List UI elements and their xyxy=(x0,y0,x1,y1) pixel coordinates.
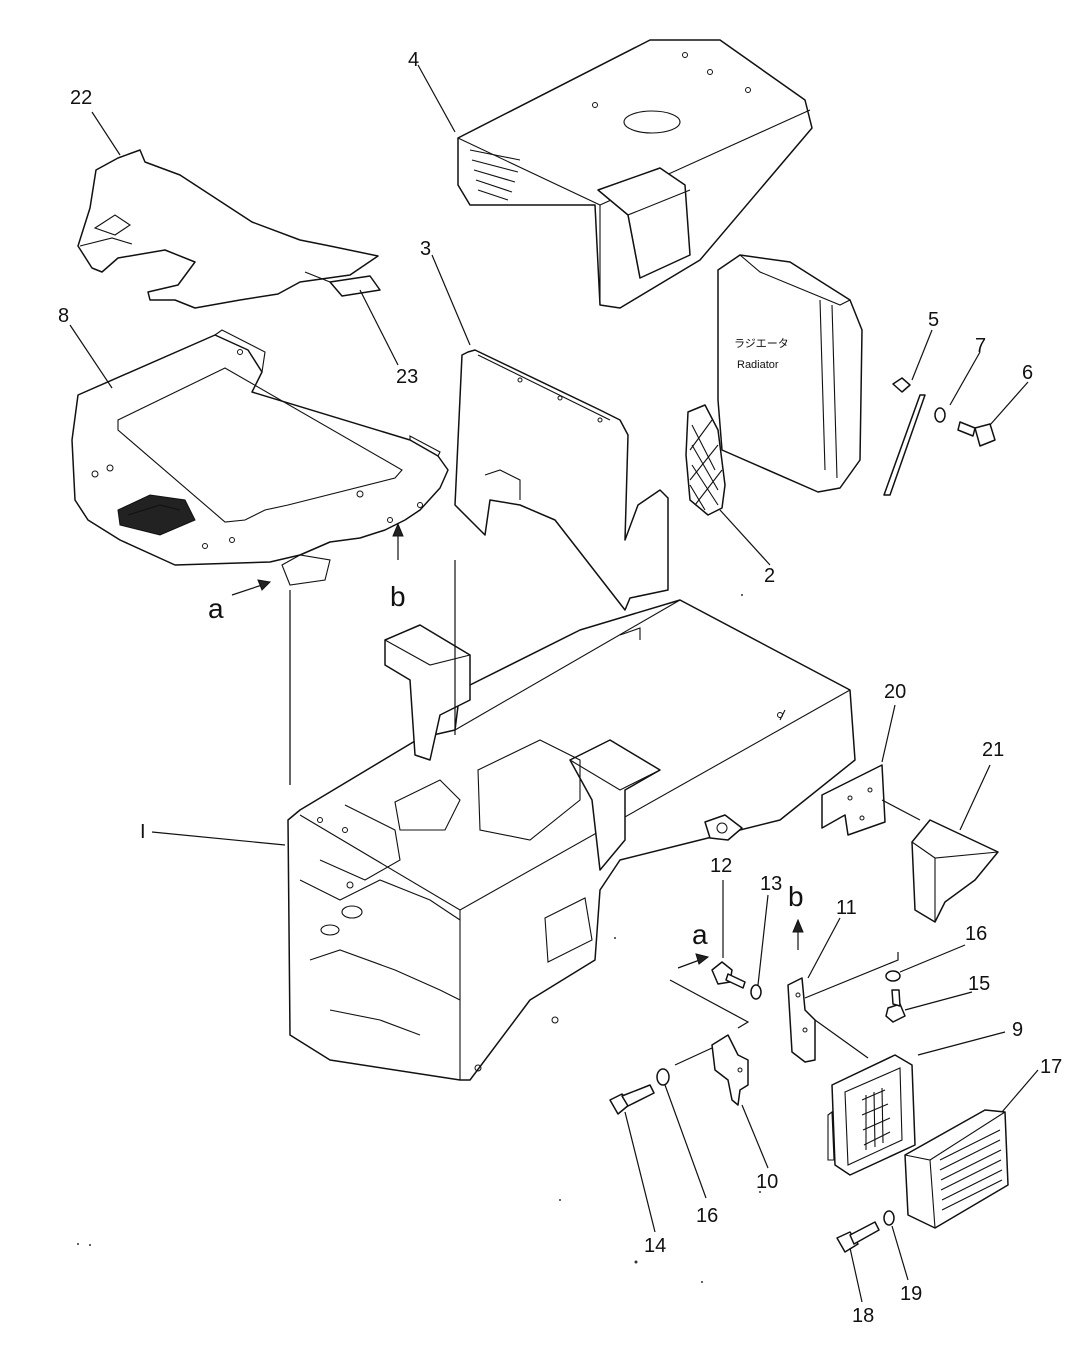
parts-18-19-bolt-washer xyxy=(836,1210,895,1253)
ref-a-upper: a xyxy=(208,593,224,624)
label-11: 11 xyxy=(836,897,857,919)
part-labels: 22 4 3 8 23 5 7 6 2 I 20 21 12 13 11 16 … xyxy=(58,49,1062,1327)
label-16-lower: 16 xyxy=(696,1205,718,1227)
label-7: 7 xyxy=(975,335,986,357)
label-2: 2 xyxy=(764,565,775,587)
label-1: I xyxy=(140,821,146,843)
label-12: 12 xyxy=(710,855,732,877)
part-1-main-frame xyxy=(287,599,856,1081)
direction-arrows xyxy=(231,522,804,969)
scan-specks xyxy=(77,594,761,1283)
part-4-hood xyxy=(457,39,813,309)
parts-15-16-bolt-washer xyxy=(885,970,906,1023)
radiator-jp-label: ラジエータ xyxy=(734,337,789,350)
label-4: 4 xyxy=(408,49,419,71)
parts-14-16-bolt-washer xyxy=(609,1068,670,1115)
label-9: 9 xyxy=(1012,1019,1023,1041)
label-5: 5 xyxy=(928,309,939,331)
label-6: 6 xyxy=(1022,362,1033,384)
label-22: 22 xyxy=(70,87,92,109)
part-17-louver xyxy=(904,1109,1009,1229)
label-14: 14 xyxy=(644,1235,666,1257)
part-9-screen-frame xyxy=(827,1054,916,1176)
label-18: 18 xyxy=(852,1305,874,1327)
assembly-lines xyxy=(289,560,921,1066)
ref-b-lower: b xyxy=(788,881,804,912)
label-23: 23 xyxy=(396,366,418,388)
part-20-bracket xyxy=(821,764,886,836)
leader-lines xyxy=(69,64,1039,1303)
part-2-grille xyxy=(685,404,726,516)
label-3: 3 xyxy=(420,238,431,260)
part-22-floor-mat xyxy=(77,149,381,309)
label-8: 8 xyxy=(58,305,69,327)
part-3-side-panel xyxy=(454,349,669,611)
label-20: 20 xyxy=(884,681,906,703)
ref-a-lower: a xyxy=(692,919,708,950)
label-17: 17 xyxy=(1040,1056,1062,1078)
part-10-bracket xyxy=(711,1034,749,1106)
radiator: ラジエータ Radiator xyxy=(717,254,863,493)
parts-12-13-bolt-washer xyxy=(711,961,762,1000)
part-21-cover xyxy=(911,819,999,923)
label-13: 13 xyxy=(760,873,782,895)
label-10: 10 xyxy=(756,1171,778,1193)
ref-b-upper: b xyxy=(390,581,406,612)
label-15: 15 xyxy=(968,973,990,995)
reference-letters: a b a b xyxy=(208,581,804,950)
part-8-floor-frame xyxy=(71,329,449,586)
label-16-upper: 16 xyxy=(965,923,987,945)
radiator-en-label: Radiator xyxy=(737,359,779,371)
label-21: 21 xyxy=(982,739,1004,761)
part-11-bracket xyxy=(787,977,816,1063)
parts-5-6-7-stay-and-bolt xyxy=(883,377,996,496)
label-19: 19 xyxy=(900,1283,922,1305)
